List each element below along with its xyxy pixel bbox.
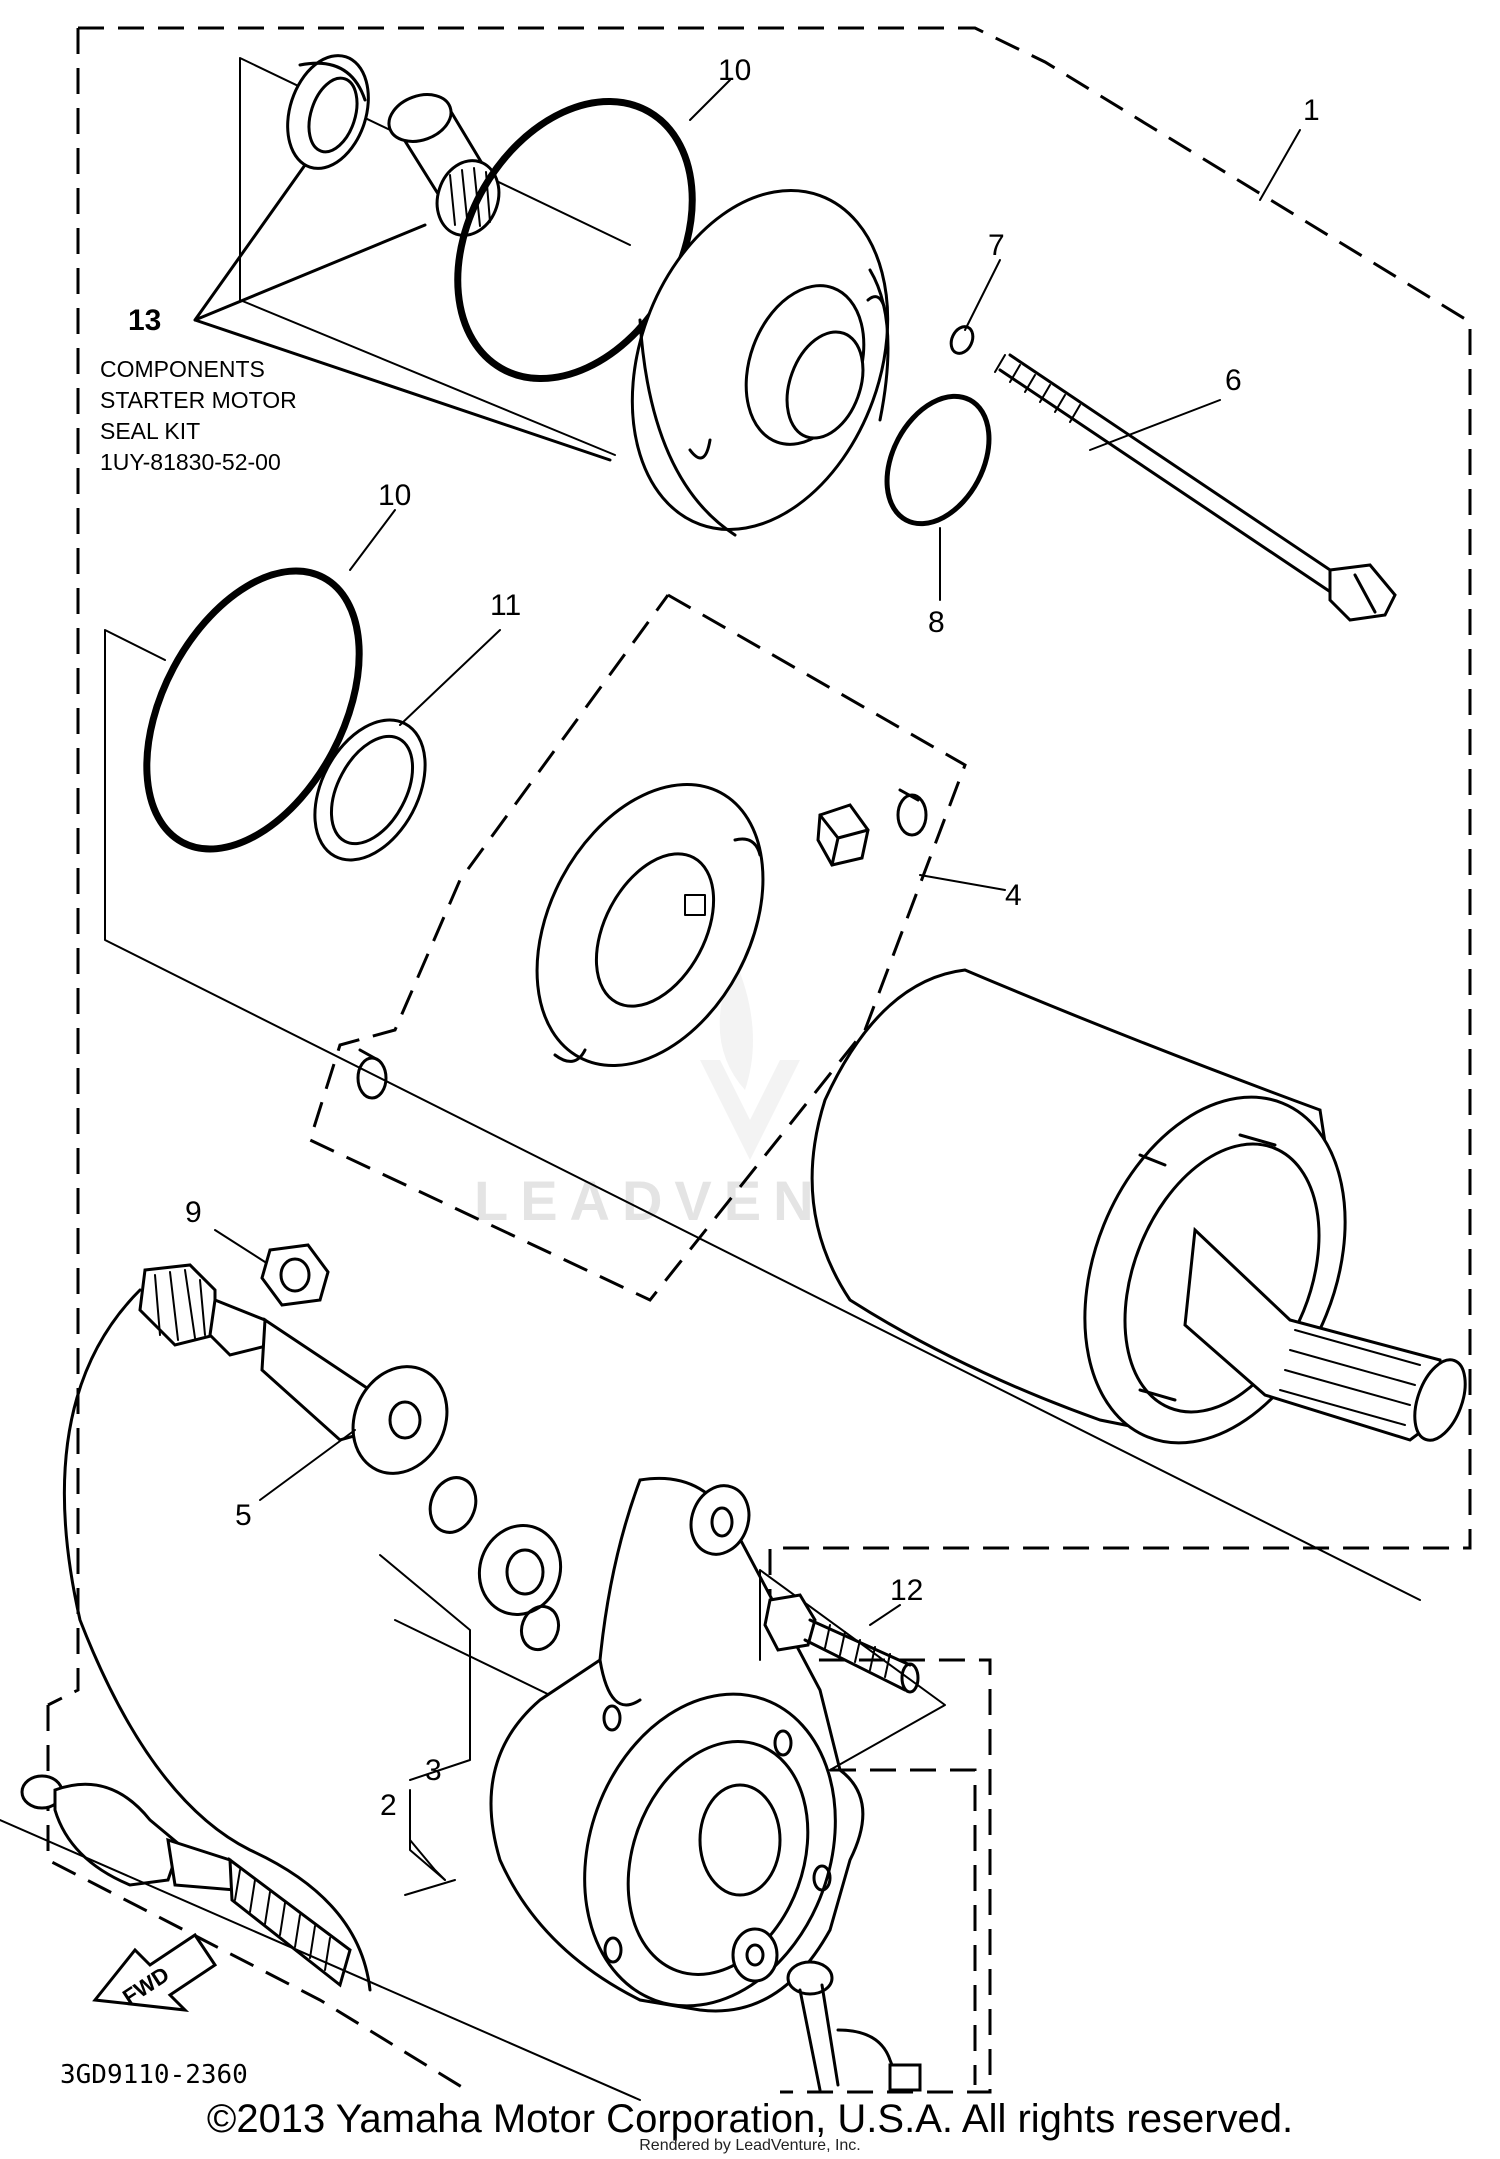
watermark-logo <box>700 960 800 1160</box>
bracket-lower-left <box>0 1819 641 2101</box>
lead-connector-part <box>20 1774 352 1988</box>
washer-small <box>428 1476 478 1534</box>
assembly-boundary-rear <box>830 1768 977 2085</box>
front-cover-part <box>630 189 890 537</box>
rendered-by-notice: Rendered by LeadVenture, Inc. <box>639 2137 861 2154</box>
callout-12: 12 <box>890 1574 923 1607</box>
callout-5: 5 <box>235 1499 252 1532</box>
kit-line-1: COMPONENTS <box>100 356 265 382</box>
terminal-bolt-part <box>786 1960 922 2092</box>
nut-item-9 <box>260 1243 330 1307</box>
washer-large <box>477 1524 563 1616</box>
leader-lines <box>193 79 1301 1896</box>
callout-13: 13 <box>128 304 161 337</box>
callout-3: 3 <box>425 1754 442 1787</box>
callout-8: 8 <box>928 606 945 639</box>
washer-large-inner <box>505 1548 545 1596</box>
callout-11: 11 <box>490 589 521 622</box>
callout-6: 6 <box>1225 364 1242 397</box>
o-ring-small-lower <box>519 1604 561 1652</box>
brush-set-boundary <box>308 593 967 1302</box>
drawing-code: 3GD9110-2360 <box>60 2060 248 2090</box>
bolt-item-12 <box>763 1593 920 1694</box>
oil-seal-part <box>286 54 370 170</box>
brush-part <box>816 803 870 867</box>
small-o-ring-part <box>949 325 975 355</box>
leader-item-2 <box>409 1789 446 1881</box>
callout-2: 2 <box>380 1789 397 1822</box>
copyright-notice: ©2013 Yamaha Motor Corporation, U.S.A. A… <box>207 2097 1293 2141</box>
o-ring-item-8 <box>884 393 992 527</box>
bracket-middle <box>104 629 1421 1601</box>
motor-yoke-part <box>810 968 1467 1445</box>
callout-9: 9 <box>185 1196 202 1229</box>
o-ring-lower <box>143 567 363 853</box>
assembly-boundary-main <box>47 26 1472 2094</box>
callout-4: 4 <box>1005 879 1022 912</box>
bracket-items-2-3 <box>379 1554 561 1881</box>
spring-clip-lower <box>356 1048 388 1100</box>
callout-1: 1 <box>1303 94 1320 127</box>
callout-10-upper: 10 <box>718 54 751 87</box>
brush-plate-part <box>535 782 765 1068</box>
callout-7: 7 <box>988 229 1005 262</box>
lead-wire-item-5 <box>62 1263 449 1992</box>
washer-item-11 <box>313 718 427 862</box>
long-bolt-part <box>994 353 1397 622</box>
needle-bearing-part <box>387 93 501 237</box>
bracket-item-12 <box>759 1569 946 1771</box>
kit-line-2: STARTER MOTOR <box>100 387 297 413</box>
kit-line-3: SEAL KIT <box>100 418 200 444</box>
callout-10-lower: 10 <box>378 479 411 512</box>
kit-part-number: 1UY-81830-52-00 <box>100 449 281 475</box>
spring-clip-upper <box>896 788 928 837</box>
forward-arrow-icon <box>92 1932 218 2012</box>
